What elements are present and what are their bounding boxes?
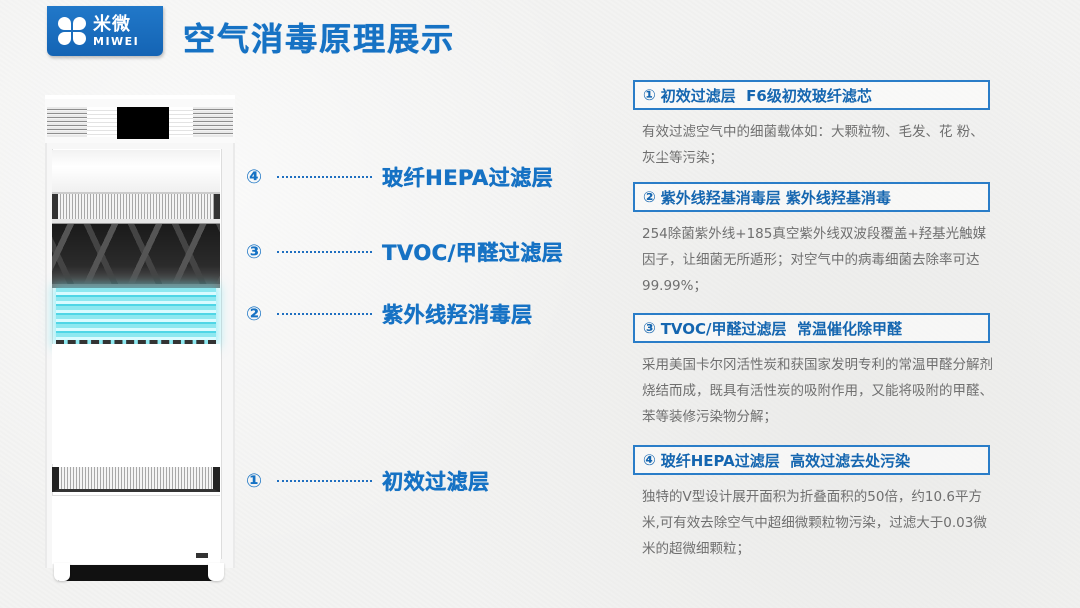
section-number: ④	[643, 451, 656, 469]
logo-chinese: 米微	[93, 13, 131, 35]
section-description: 采用美国卡尔冈活性炭和获国家发明专利的常温甲醛分解剂烧结而成，既具有活性炭的吸附…	[642, 357, 993, 425]
machine-foot	[208, 563, 224, 581]
section-title: TVOC/甲醛过滤层 常温催化除甲醛	[660, 319, 902, 338]
display-screen	[117, 107, 169, 139]
air-disinfection-machine-illustration	[40, 95, 240, 585]
callout-number: ③	[245, 241, 263, 263]
callout-tvoc: ③ TVOC/甲醛过滤层	[243, 237, 563, 267]
section-description: 独特的V型设计展开面积为折叠面积的50倍，约10.6平方米,可有效去除空气中超细…	[642, 489, 987, 557]
section-number: ③	[643, 319, 656, 337]
machine-foot	[54, 563, 70, 581]
clover-logo-icon	[57, 16, 87, 46]
callout-label: TVOC/甲醛过滤层	[382, 241, 564, 265]
section-title: 玻纤HEPA过滤层 高效过滤去处污染	[660, 451, 911, 470]
section-number: ②	[643, 188, 656, 206]
callout-label: 紫外线羟消毒层	[382, 303, 533, 327]
callout-label: 玻纤HEPA过滤层	[382, 166, 554, 190]
logo-english: MIWEI	[93, 34, 140, 48]
callout-uv: ② 紫外线羟消毒层	[243, 299, 533, 329]
section-heading: ④ 玻纤HEPA过滤层 高效过滤去处污染	[633, 445, 990, 475]
pre-filter-layer	[52, 467, 220, 492]
dotted-leader-line	[277, 176, 372, 178]
logo-text: 米微 MIWEI	[93, 13, 140, 48]
section-title: 初效过滤层 F6级初效玻纤滤芯	[660, 86, 872, 105]
brand-logo: 米微 MIWEI	[47, 6, 163, 56]
right-vent-grille	[193, 107, 233, 137]
callout-hepa: ④ 玻纤HEPA过滤层	[243, 162, 553, 192]
callout-prefilter: ① 初效过滤层	[243, 466, 490, 496]
section-description: 有效过滤空气中的细菌载体如：大颗粒物、毛发、花 粉、灰尘等污染；	[642, 124, 984, 166]
section-description: 254除菌紫外线+185真空紫外线双波段覆盖+羟基光触媒因子，让细菌无所遁形；对…	[642, 226, 987, 294]
section-number: ①	[643, 86, 656, 104]
callout-number: ④	[245, 166, 263, 188]
upper-panel	[52, 150, 220, 194]
section-heading: ① 初效过滤层 F6级初效玻纤滤芯	[633, 80, 990, 110]
callout-label: 初效过滤层	[382, 470, 490, 494]
section-hepa: ④ 玻纤HEPA过滤层 高效过滤去处污染 独特的V型设计展开面积为折叠面积的50…	[633, 445, 993, 562]
section-heading: ② 紫外线羟基消毒层 紫外线羟基消毒	[633, 182, 990, 212]
uv-disinfection-layer	[56, 288, 216, 344]
tvoc-filter-layer	[52, 224, 220, 284]
section-uv: ② 紫外线羟基消毒层 紫外线羟基消毒 254除菌紫外线+185真空紫外线双波段覆…	[633, 182, 993, 299]
machine-base	[58, 565, 218, 581]
page-title: 空气消毒原理展示	[183, 20, 456, 58]
lower-panel	[52, 495, 220, 564]
section-title: 紫外线羟基消毒层 紫外线羟基消毒	[660, 188, 891, 207]
dotted-leader-line	[277, 480, 372, 482]
section-prefilter: ① 初效过滤层 F6级初效玻纤滤芯 有效过滤空气中的细菌载体如：大颗粒物、毛发、…	[633, 80, 993, 171]
hepa-filter-layer	[52, 194, 220, 219]
section-heading: ③ TVOC/甲醛过滤层 常温催化除甲醛	[633, 313, 990, 343]
dotted-leader-line	[277, 313, 372, 315]
middle-panel	[52, 344, 220, 464]
section-tvoc: ③ TVOC/甲醛过滤层 常温催化除甲醛 采用美国卡尔冈活性炭和获国家发明专利的…	[633, 313, 993, 430]
machine-top-vent	[45, 95, 235, 143]
left-vent-grille	[47, 107, 87, 137]
dotted-leader-line	[277, 251, 372, 253]
callout-number: ②	[245, 303, 263, 325]
callout-number: ①	[245, 470, 263, 492]
